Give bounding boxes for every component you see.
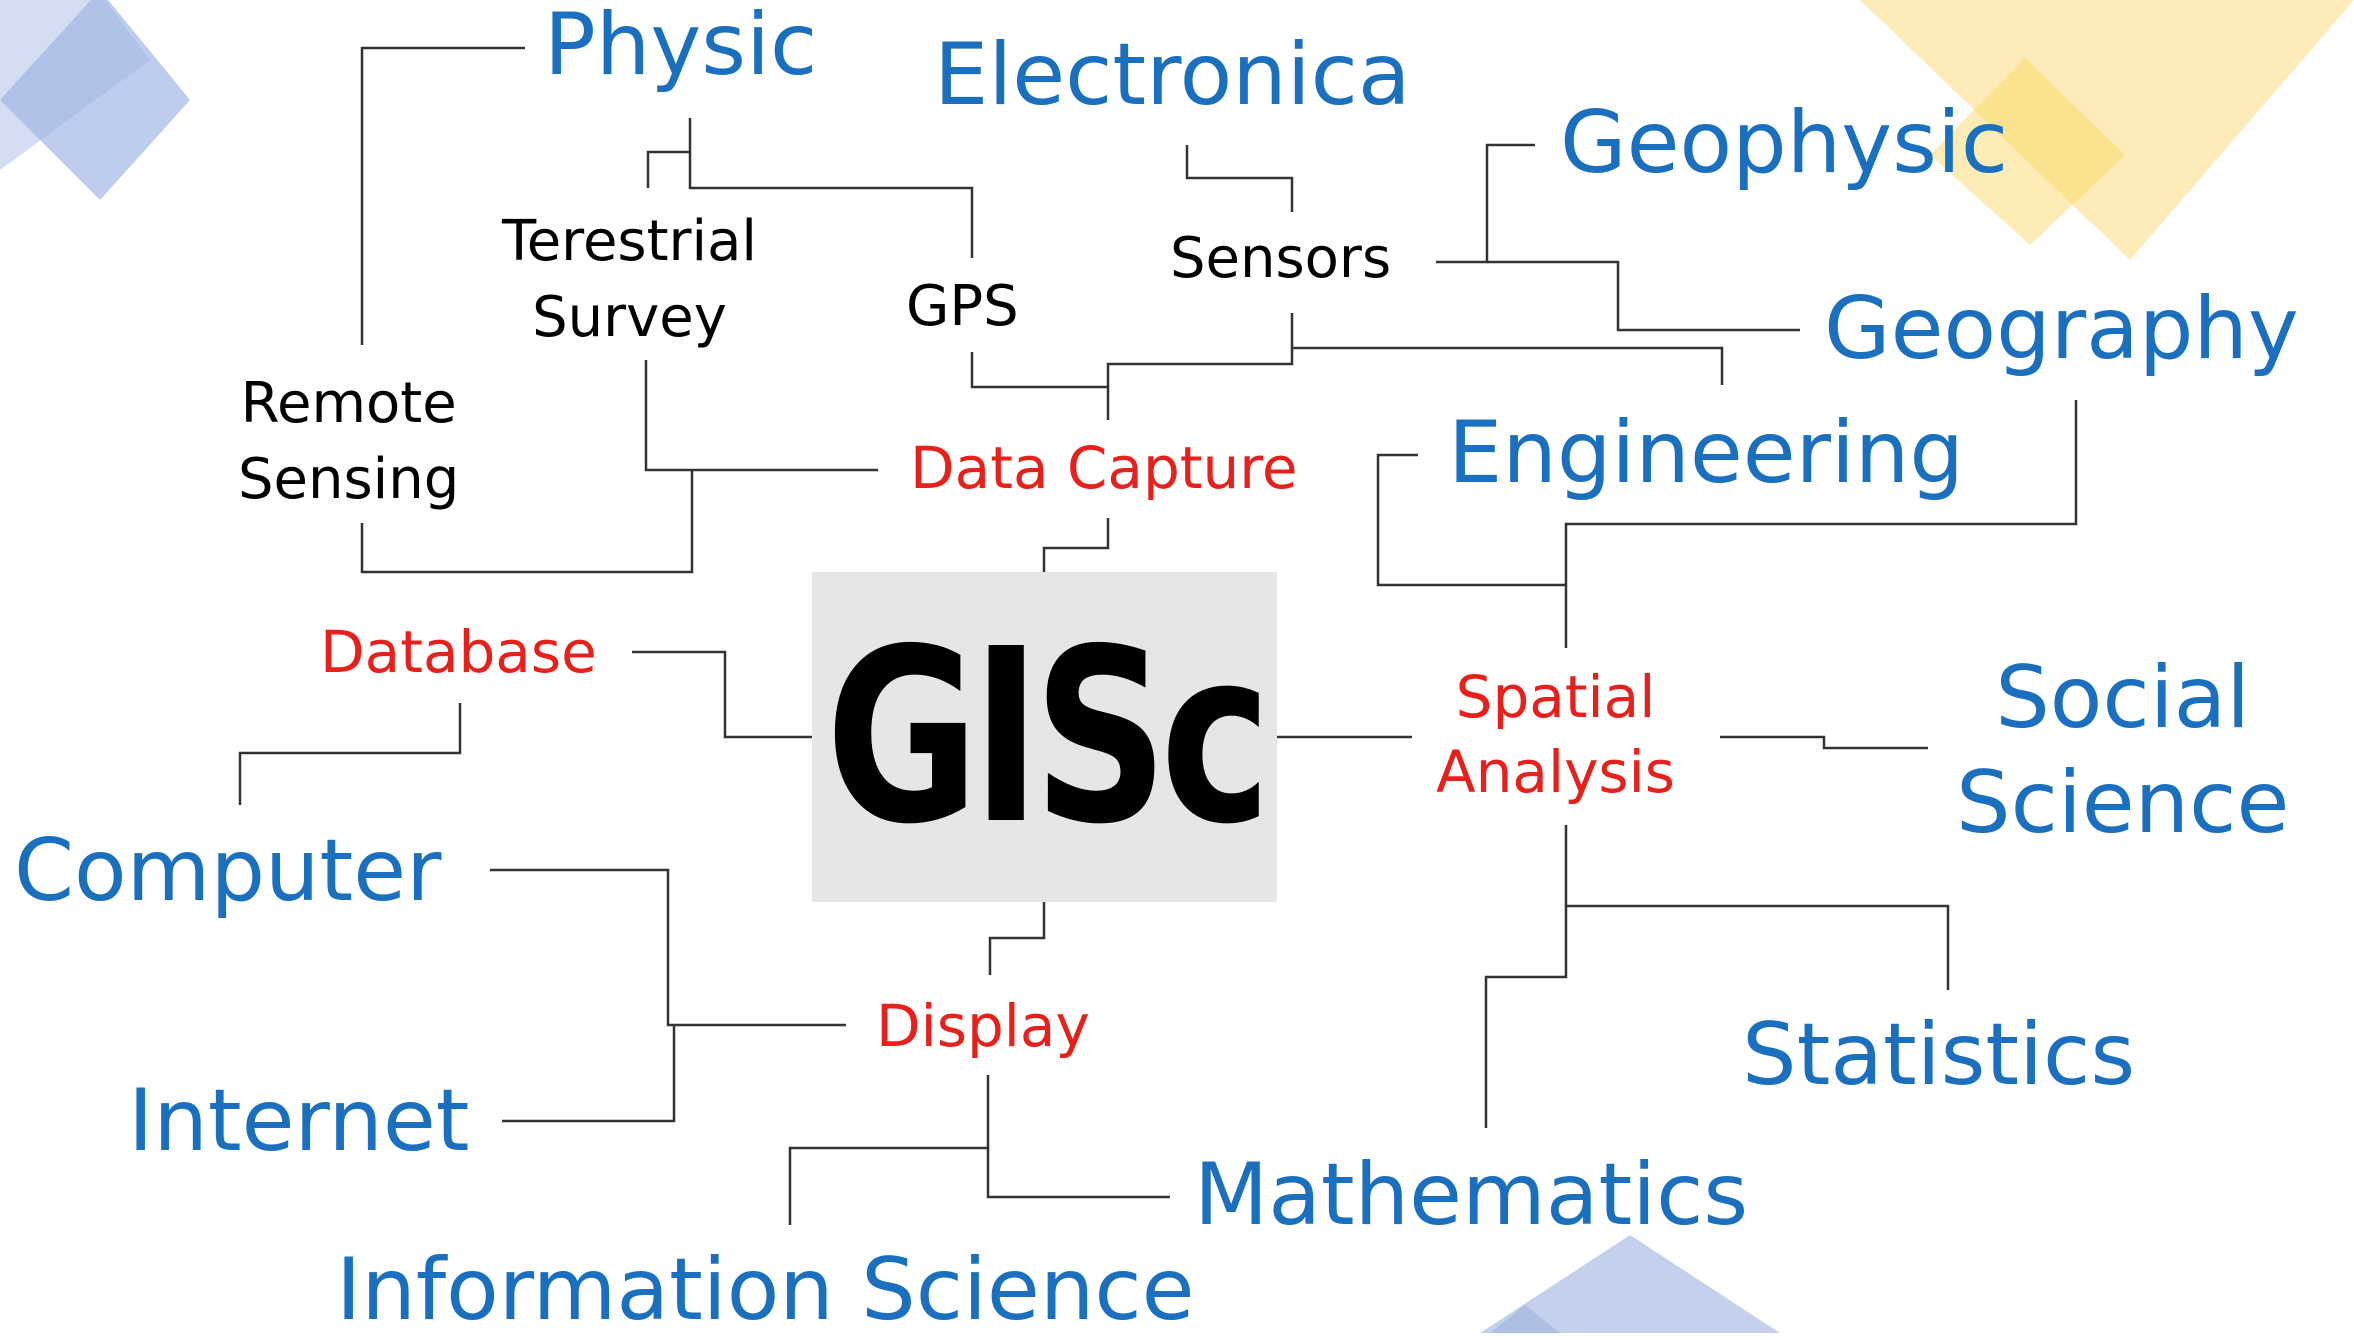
- label-internet: Internet: [128, 1071, 470, 1171]
- label-statistics: Statistics: [1742, 1005, 2136, 1105]
- connector-spatial-social-science: [1720, 735, 1928, 750]
- connector-data-capture-gisc: [1042, 518, 1110, 572]
- connector-survey-data-capture: [644, 360, 878, 472]
- connector-physic-branch: [646, 118, 692, 188]
- connector-gps-data-capture: [970, 352, 1110, 420]
- deco-diamond-blue-1: [0, 0, 190, 200]
- label-information-science: Information Science: [336, 1240, 1195, 1340]
- label-gps: GPS: [906, 274, 1019, 339]
- center-title: GISc: [825, 597, 1272, 877]
- connector-sensors-data-capture: [1106, 313, 1294, 387]
- label-geography: Geography: [1824, 279, 2299, 379]
- deco-diamond-blue-4: [1490, 1305, 1560, 1333]
- label-data-capture: Data Capture: [910, 434, 1298, 502]
- label-engineering: Engineering: [1448, 403, 1964, 503]
- connector-sensors-geophysic: [1436, 143, 1535, 264]
- connector-database-computer: [238, 703, 462, 805]
- connector-sensors-geography: [1487, 260, 1800, 332]
- deco-diamond-blue-2: [0, 0, 150, 170]
- connector-lines: [238, 46, 2078, 1225]
- deco-diamond-yellow-1: [1860, 0, 2354, 260]
- label-database: Database: [320, 618, 597, 686]
- connector-computer-display: [490, 868, 846, 1027]
- connector-engineering-spatial: [1376, 453, 1566, 587]
- connector-geography-spatial: [1564, 400, 2078, 648]
- label-geophysic: Geophysic: [1560, 93, 2009, 193]
- center-box: GISc: [812, 572, 1277, 902]
- connector-internet-display: [502, 1025, 676, 1123]
- connector-remote-sensing-data-capture: [360, 470, 694, 574]
- connector-display-information-science: [788, 1075, 990, 1225]
- label-display: Display: [876, 992, 1090, 1060]
- connector-display-mathematics: [986, 1148, 1170, 1199]
- connector-physic-gps: [688, 152, 974, 258]
- label-electronica: Electronica: [934, 25, 1411, 125]
- label-terestrial-survey: Terestrial Survey: [502, 209, 757, 350]
- connector-database-gisc: [632, 650, 812, 739]
- label-mathematics: Mathematics: [1194, 1145, 1749, 1245]
- label-computer: Computer: [14, 821, 442, 921]
- deco-diamond-yellow-2: [1930, 58, 2125, 245]
- connector-spatial-statistics: [1564, 825, 1950, 990]
- label-remote-sensing: Remote Sensing: [238, 371, 460, 512]
- connector-physic-remote-sensing: [360, 46, 525, 345]
- label-social-science: Social Science: [1956, 648, 2290, 853]
- connector-gisc-display: [988, 902, 1046, 975]
- connector-electronica-sensors: [1185, 145, 1294, 212]
- label-spatial-analysis: Spatial Analysis: [1436, 663, 1675, 807]
- deco-diamond-blue-3: [1480, 1235, 1780, 1333]
- label-sensors: Sensors: [1170, 226, 1392, 291]
- label-physic: Physic: [544, 0, 818, 95]
- connector-sensors-engineering: [1292, 346, 1724, 385]
- connector-spatial-mathematics: [1484, 906, 1568, 1128]
